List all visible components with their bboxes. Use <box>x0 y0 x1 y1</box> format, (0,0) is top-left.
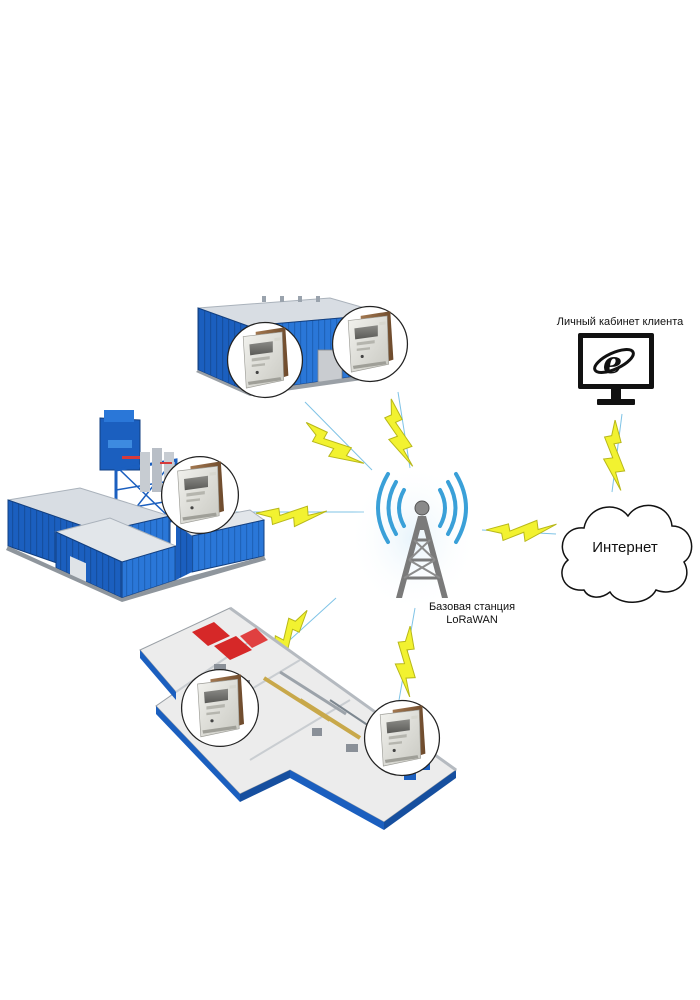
lightning-link-icon <box>599 413 630 493</box>
electricity-meter-icon <box>331 305 409 383</box>
base-station-label-line1: Базовая станция <box>428 601 516 613</box>
factory-floor-icon <box>139 606 457 830</box>
electricity-meter-icon <box>180 668 260 748</box>
lightning-link-icon <box>481 515 558 546</box>
internet-explorer-icon: e <box>593 346 635 381</box>
monitor-icon <box>578 333 654 405</box>
lightning-link-icon <box>381 391 416 470</box>
base-station-label-line2: LoRaWAN <box>446 614 498 626</box>
lightning-link-icon <box>299 401 373 479</box>
cloud-icon <box>561 504 693 603</box>
lightning-link-icon <box>236 498 364 533</box>
base-station-label: Базовая станция LoRaWAN <box>412 601 532 627</box>
electricity-meter-icon <box>363 699 441 777</box>
internet-label: Интернет <box>592 539 658 556</box>
industrial-plant-icon <box>6 410 266 602</box>
client-portal-label: Личный кабинет клиента <box>556 316 684 328</box>
radio-tower-icon <box>348 463 478 613</box>
svg-text:e: e <box>603 346 622 381</box>
lightning-link-icon <box>388 607 425 707</box>
electricity-meter-icon <box>160 455 240 535</box>
electricity-meter-icon <box>226 321 304 399</box>
